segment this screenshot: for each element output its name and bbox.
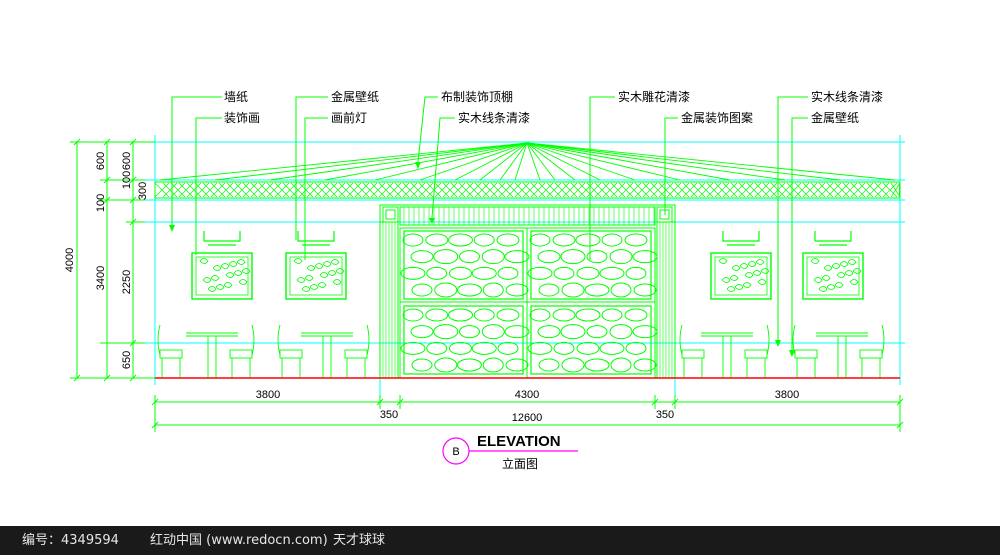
- footer-id: 编号：4349594: [22, 533, 119, 548]
- dim-right-3800: 3800: [775, 389, 799, 401]
- dim-gap-right-350: 350: [656, 409, 674, 421]
- callout-fabric-ceiling: 布制装饰顶棚: [441, 89, 513, 104]
- dim-600-inner: 600: [121, 152, 133, 170]
- section-marker-letter: B: [452, 446, 459, 458]
- drawing-title: ELEVATION: [477, 433, 561, 450]
- dim-total-12600: 12600: [512, 412, 543, 424]
- callout-carved-wood: 实木雕花清漆: [618, 89, 690, 104]
- callout-arrows: [169, 162, 795, 357]
- dim-300: 300: [137, 182, 149, 200]
- tables-and-chairs: [157, 324, 885, 378]
- ceiling-rays: [159, 142, 896, 181]
- footer-author: 天才球球: [333, 533, 386, 548]
- dim-100-outer: 100: [95, 194, 107, 212]
- dim-center-4300: 4300: [515, 389, 539, 401]
- dim-gap-left-350: 350: [380, 409, 398, 421]
- callout-metal-wallpaper-right: 金属壁纸: [811, 110, 859, 125]
- callout-picture-light: 画前灯: [331, 110, 367, 125]
- callout-metal-wallpaper: 金属壁纸: [331, 89, 379, 104]
- title-block: B ELEVATION 立面图: [442, 433, 578, 471]
- lattice-frieze: [154, 181, 901, 199]
- decorative-paintings: [191, 231, 864, 300]
- dim-2250: 2250: [121, 270, 133, 294]
- dim-650-inner: 650: [121, 351, 133, 369]
- dim-3400: 3400: [95, 266, 107, 290]
- watermark-footer: 编号：4349594 红动中国 (www.redocn.com) 天才球球: [0, 526, 1000, 555]
- dim-600-outer: 600: [95, 152, 107, 170]
- dim-total-height: 4000: [64, 248, 76, 272]
- vertical-dimension-lines: [70, 138, 155, 382]
- dim-100-inner: 100: [121, 171, 133, 189]
- horizontal-dimension-lines: [151, 395, 904, 432]
- dim-left-3800: 3800: [256, 389, 280, 401]
- callout-leaders: [171, 96, 808, 350]
- carved-door: [379, 204, 676, 379]
- footer-site: 红动中国 (www.redocn.com): [150, 533, 328, 548]
- callout-wood-trim: 实木线条清漆: [458, 110, 530, 125]
- callout-metal-pattern: 金属装饰图案: [681, 110, 753, 125]
- callout-painting: 装饰画: [224, 111, 260, 125]
- callout-wallpaper: 墙纸: [224, 90, 248, 104]
- drawing-subtitle: 立面图: [502, 456, 538, 471]
- callout-wood-trim-right: 实木线条清漆: [811, 89, 883, 104]
